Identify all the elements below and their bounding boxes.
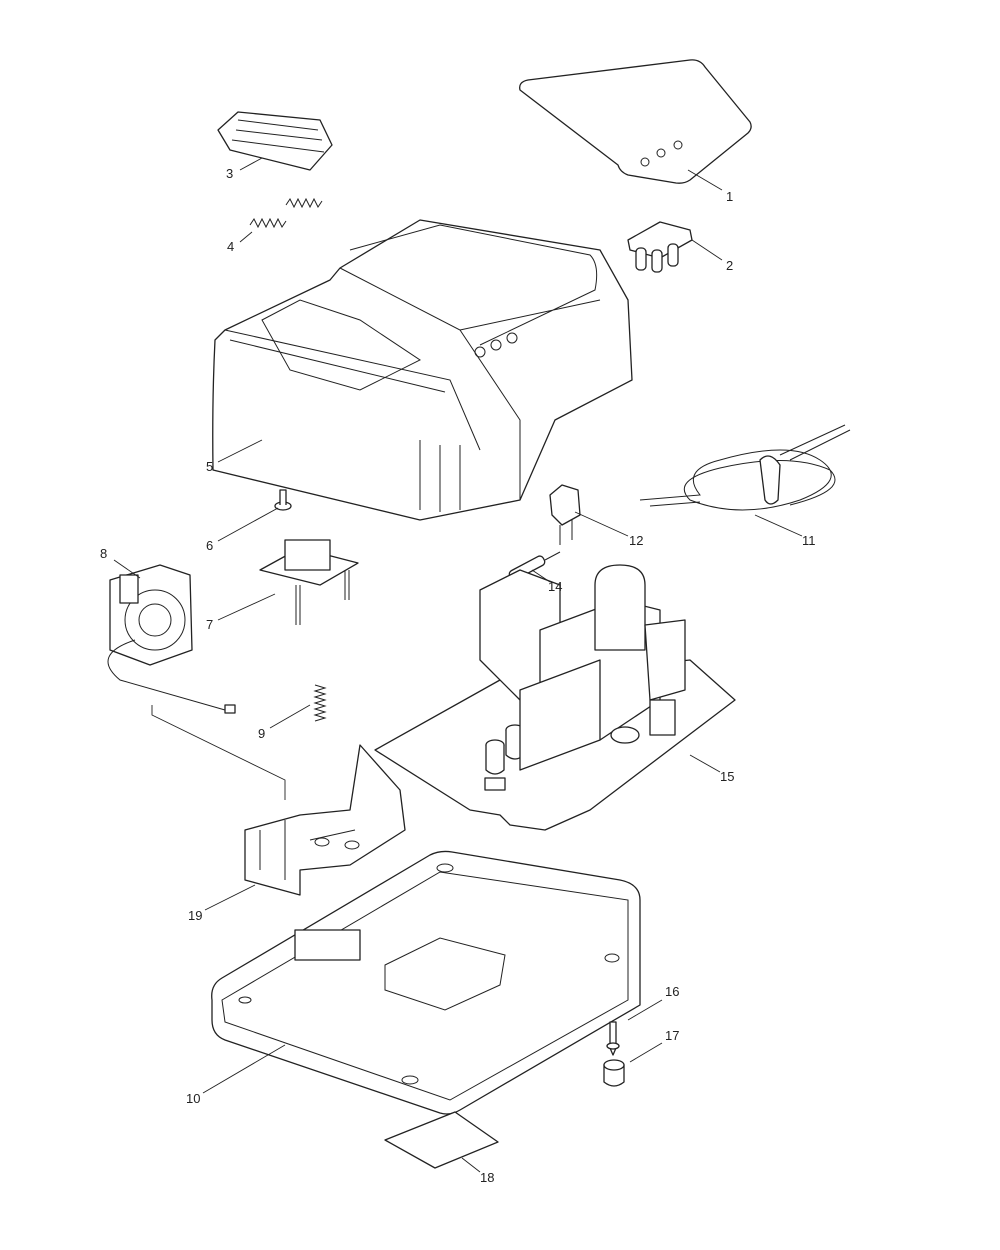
callout-17: 17 (665, 1028, 680, 1043)
part-10-lower-housing (211, 850, 641, 1115)
part-11-power-cord (639, 424, 851, 511)
callout-3: 3 (226, 166, 234, 181)
callout-5: 5 (206, 459, 214, 474)
part-18-name-plate (384, 1111, 499, 1169)
callout-4: 4 (227, 239, 235, 254)
callout-15: 15 (720, 769, 735, 784)
leader-lines (113, 157, 803, 1173)
callout-8: 8 (100, 546, 108, 561)
callout-19: 19 (188, 908, 203, 923)
callout-16: 16 (665, 984, 680, 999)
part-7-terminal-block (259, 539, 359, 625)
part-19-fan-bracket (244, 744, 406, 896)
callout-1: 1 (726, 189, 734, 204)
part-2-led-cap (627, 221, 693, 273)
part-16-screw (606, 1021, 620, 1056)
part-9-spring (313, 684, 327, 722)
callout-2: 2 (726, 258, 734, 273)
callout-14: 14 (548, 579, 563, 594)
part-6-screw (274, 489, 292, 511)
part-3-slide-cover (217, 111, 333, 171)
callout-6: 6 (206, 538, 214, 553)
part-8-fan (107, 564, 236, 714)
part-1-label-plate (519, 59, 752, 184)
callout-11: 11 (802, 533, 816, 548)
callout-10: 10 (186, 1091, 201, 1106)
part-15-circuit-board (374, 564, 736, 831)
callout-9: 9 (258, 726, 266, 741)
part-4-springs (249, 197, 323, 229)
part-12-varistor (549, 484, 581, 545)
callout-18: 18 (480, 1170, 495, 1185)
part-5-upper-housing (212, 219, 633, 521)
callout-7: 7 (206, 617, 214, 632)
callout-12: 12 (629, 533, 644, 548)
part-17-rubber-foot (603, 1059, 625, 1087)
